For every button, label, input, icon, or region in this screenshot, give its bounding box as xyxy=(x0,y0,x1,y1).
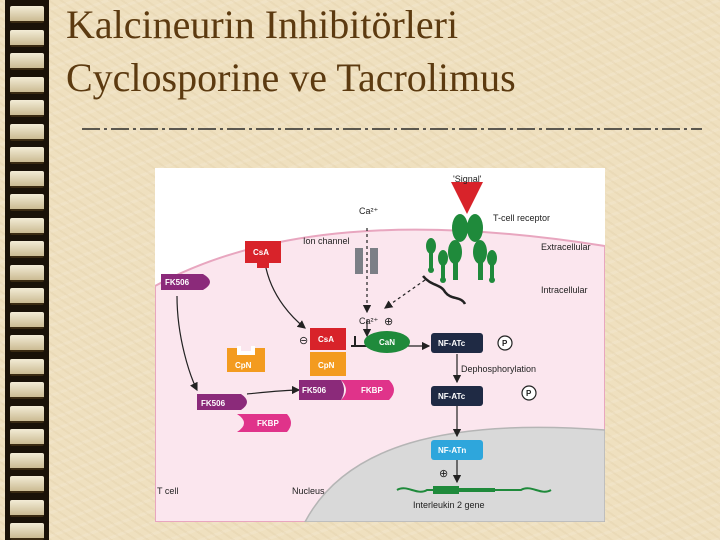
binding-ring xyxy=(10,170,44,188)
binding-ring xyxy=(10,6,44,23)
label-dephosphorylation: Dephosphorylation xyxy=(461,364,536,374)
binding-ring xyxy=(10,311,44,329)
binding-ring xyxy=(10,382,44,399)
binding-ring xyxy=(10,405,44,423)
label-nucleus: Nucleus xyxy=(292,486,325,496)
signaling-squiggle xyxy=(422,275,467,305)
fk506-cell-molecule xyxy=(197,394,247,410)
spiral-binding xyxy=(0,0,52,540)
binding-ring xyxy=(10,476,44,493)
minus-sign-inhibition: ⊖ xyxy=(299,335,308,347)
ion-channel xyxy=(355,248,378,274)
csa-cpn-complex xyxy=(310,328,346,376)
label-nf-atc-dephos: NF-ATc xyxy=(438,392,466,401)
label-csa-free: CsA xyxy=(253,248,269,257)
label-extracellular: Extracellular xyxy=(541,242,591,252)
interleukin-2-gene xyxy=(396,486,552,494)
label-ca2-mid: Ca²⁺ xyxy=(359,316,379,326)
slide-title-line-2: Cyclosporine ve Tacrolimus xyxy=(66,55,516,100)
nf-atn-molecule xyxy=(431,440,483,460)
nf-atc-dephos-molecule xyxy=(431,385,537,406)
binding-ring xyxy=(10,217,44,235)
binding-ring xyxy=(10,53,44,70)
label-fk506-cell: FK506 xyxy=(201,399,226,408)
label-ion-channel: Ion channel xyxy=(303,236,350,246)
binding-ring xyxy=(10,241,44,258)
binding-ring xyxy=(10,76,44,94)
arrows xyxy=(176,228,462,484)
dash-dot-divider xyxy=(82,128,702,130)
label-t-cell-receptor: T-cell receptor xyxy=(493,213,550,223)
label-fk506-bound: FK506 xyxy=(302,386,327,395)
label-can: CaN xyxy=(379,338,395,347)
binding-ring xyxy=(10,288,44,305)
fk506-fkbp-complex xyxy=(299,380,394,400)
plus-sign-gene: ⊕ xyxy=(439,468,448,480)
label-interleukin-2-gene: Interleukin 2 gene xyxy=(413,500,485,510)
label-nf-atn: NF-ATn xyxy=(438,446,466,455)
binding-ring xyxy=(10,499,44,517)
label-intracellular: Intracellular xyxy=(541,285,588,295)
plus-sign-calcium: ⊕ xyxy=(384,316,393,328)
binding-ring xyxy=(10,358,44,376)
binding-ring xyxy=(10,147,44,164)
binding-ring xyxy=(10,194,44,211)
label-csa-bound: CsA xyxy=(318,335,334,344)
binding-ring xyxy=(10,335,44,352)
label-phosphate-released: P xyxy=(526,389,532,398)
binding-ring xyxy=(10,452,44,470)
label-fkbp-bound: FKBP xyxy=(361,386,383,395)
can-molecule xyxy=(364,331,410,353)
label-cpn-bound: CpN xyxy=(318,361,335,370)
label-ca2-top: Ca²⁺ xyxy=(359,206,379,216)
label-t-cell: T cell xyxy=(157,486,178,496)
label-nf-atc: NF-ATc xyxy=(438,339,466,348)
cpn-free-molecule xyxy=(227,346,265,372)
binding-ring xyxy=(10,29,44,47)
binding-ring xyxy=(10,429,44,446)
binding-ring xyxy=(10,123,44,141)
calcineurin-pathway-diagram: 'Signal' T-cell receptor Ca²⁺ Ion channe… xyxy=(155,168,605,522)
label-signal: 'Signal' xyxy=(453,174,482,184)
label-fkbp-free: FKBP xyxy=(257,419,279,428)
csa-free-molecule xyxy=(245,241,281,268)
label-fk506-free: FK506 xyxy=(165,278,190,287)
nf-atc-molecule xyxy=(431,333,513,353)
t-cell-receptor xyxy=(422,182,497,305)
slide-title-line-1: Kalcineurin Inhibitörleri xyxy=(66,2,459,47)
binding-ring xyxy=(10,100,44,117)
fk506-free-molecule xyxy=(161,274,210,290)
binding-ring xyxy=(10,264,44,282)
label-cpn-free: CpN xyxy=(235,361,252,370)
label-phosphate: P xyxy=(502,339,508,348)
fkbp-free-molecule xyxy=(237,414,291,432)
binding-ring xyxy=(10,523,44,540)
nucleus-region xyxy=(304,426,605,522)
